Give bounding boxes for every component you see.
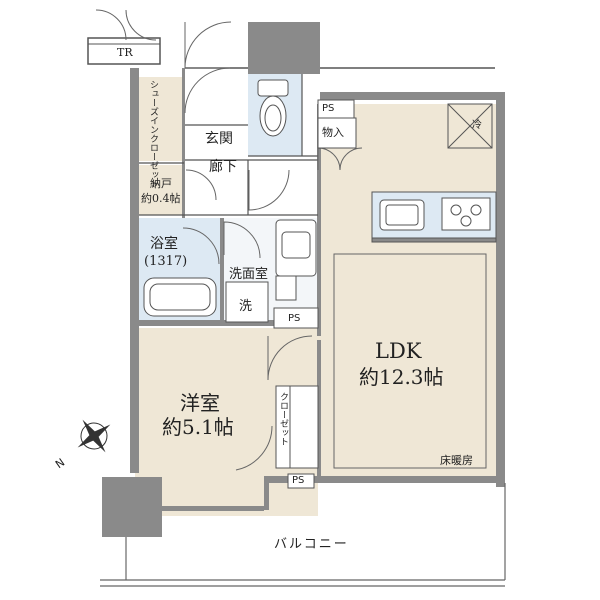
shoe-closet-label: シューズインクローゼット <box>148 80 158 188</box>
storage-in-box <box>317 117 357 149</box>
washroom-label: 洗面室 <box>229 267 269 282</box>
floor-heating-label: 床暖房 <box>440 454 473 467</box>
compass-icon <box>77 419 111 453</box>
ps-bottom-box <box>287 473 315 489</box>
walls <box>102 22 505 537</box>
fridge-label: 冷 <box>472 120 482 131</box>
shoe-closet-floor <box>139 77 184 161</box>
washer-pan <box>225 281 269 323</box>
fridge <box>447 103 493 149</box>
balcony-label: バルコニー <box>274 537 349 552</box>
kitchen-counter <box>371 191 497 243</box>
ps-top-label: PS <box>322 103 335 114</box>
western-size-label: 約5.1帖 <box>162 415 234 439</box>
tr-label: TR <box>117 46 133 59</box>
storage-size-label: 約0.4帖 <box>141 192 181 205</box>
ps-bottom-label: PS <box>292 475 305 486</box>
hallway-label: 廊下 <box>209 159 237 175</box>
tr-box <box>87 37 161 65</box>
floor-heating-zone <box>333 253 487 469</box>
closet-box <box>275 385 319 469</box>
ldk-label: LDK <box>375 339 422 363</box>
bath-label: 浴室 <box>150 236 178 252</box>
storage-in-label: 物入 <box>322 126 344 139</box>
bathtub <box>143 277 217 317</box>
ps-wash-box <box>273 307 319 329</box>
ldk-floor <box>318 104 496 481</box>
ldk-size-label: 約12.3帖 <box>359 365 444 389</box>
washer-label: 洗 <box>239 299 253 314</box>
balcony <box>100 483 506 587</box>
storage-label: 納戸 <box>150 177 172 190</box>
ps-wash-label: PS <box>288 313 301 324</box>
western-room-label: 洋室 <box>180 391 220 415</box>
storage-floor <box>139 165 184 215</box>
entrance-label: 玄関 <box>205 131 233 147</box>
bath-size-label: (1317) <box>144 254 188 269</box>
toilet-fixture <box>257 79 289 137</box>
closet-label: クローゼット <box>278 392 288 446</box>
